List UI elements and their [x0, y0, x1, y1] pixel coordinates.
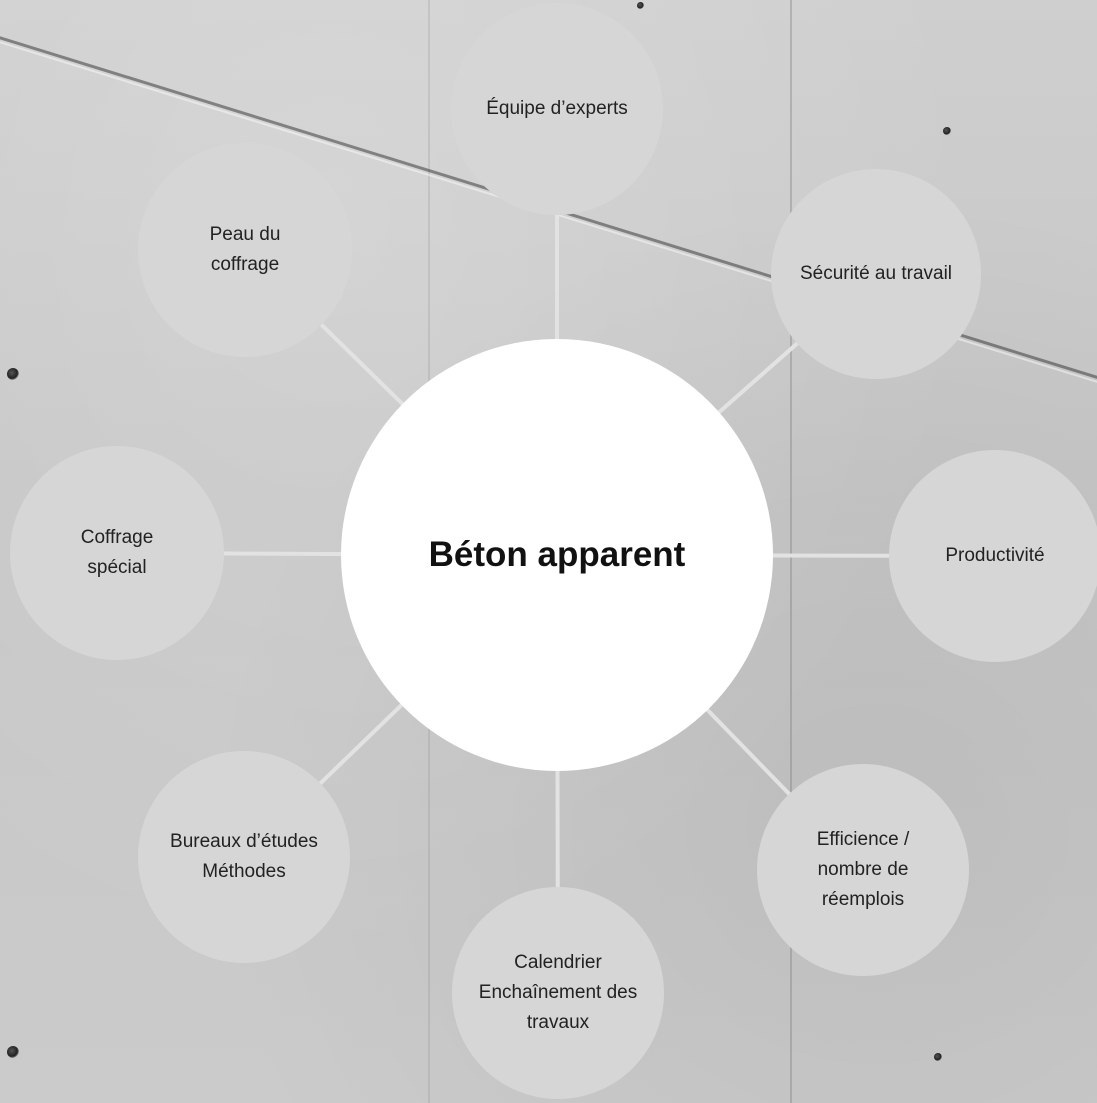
center-node: Béton apparent	[341, 339, 773, 771]
node-productivite: Productivité	[889, 450, 1097, 662]
panel-seam	[790, 0, 792, 1103]
tie-hole	[7, 368, 19, 380]
node-label: Sécurité au travail	[799, 263, 953, 284]
node-calendrier-enchainement: Calendrier Enchaînement des travaux	[452, 887, 664, 1099]
tie-hole	[637, 2, 644, 9]
node-bureaux-etudes: Bureaux d’études Méthodes	[138, 751, 350, 963]
node-label: Calendrier Enchaînement des travaux	[478, 952, 638, 1033]
node-label: Équipe d’experts	[486, 98, 628, 119]
node-label: Bureaux d’études Méthodes	[170, 831, 318, 882]
node-label: Coffrage spécial	[80, 527, 154, 578]
tie-hole	[934, 1053, 942, 1061]
center-label: Béton apparent	[428, 535, 686, 574]
node-peau-coffrage: Peau du coffrage	[138, 143, 352, 357]
node-securite-travail: Sécurité au travail	[771, 169, 981, 379]
node-label: Efficience / nombre de réemplois	[816, 829, 910, 910]
node-coffrage-special: Coffrage spécial	[10, 446, 224, 660]
node-equipe-experts: Équipe d’experts	[451, 3, 663, 215]
tie-hole	[943, 127, 951, 135]
tie-hole	[7, 1046, 19, 1058]
node-efficience-reemplois: Efficience / nombre de réemplois	[757, 764, 969, 976]
node-label: Peau du coffrage	[209, 224, 281, 275]
node-label: Productivité	[945, 545, 1045, 566]
